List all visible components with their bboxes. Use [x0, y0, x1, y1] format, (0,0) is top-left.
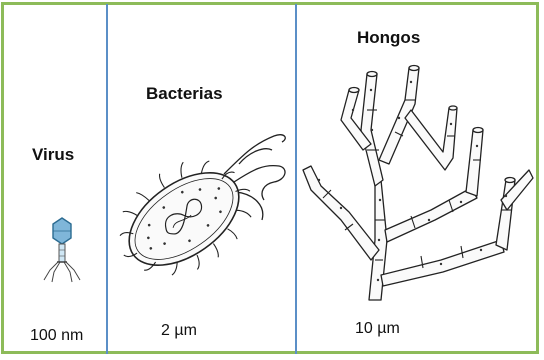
panel-fungi: Hongos: [297, 4, 537, 352]
virus-title: Virus: [32, 145, 74, 165]
virus-illustration: [40, 216, 84, 286]
hyphae-illustration: [301, 60, 535, 310]
virus-scale: 100 nm: [30, 327, 83, 345]
panel-virus: Virus 100 nm: [4, 4, 106, 352]
bacteria-scale: 2 µm: [161, 322, 197, 340]
fungi-title: Hongos: [357, 28, 420, 48]
panel-bacteria: Bacterias: [108, 4, 295, 352]
fungi-scale: 10 µm: [355, 320, 400, 338]
bacterium-illustration: [114, 124, 295, 304]
bacteria-title: Bacterias: [146, 84, 223, 104]
